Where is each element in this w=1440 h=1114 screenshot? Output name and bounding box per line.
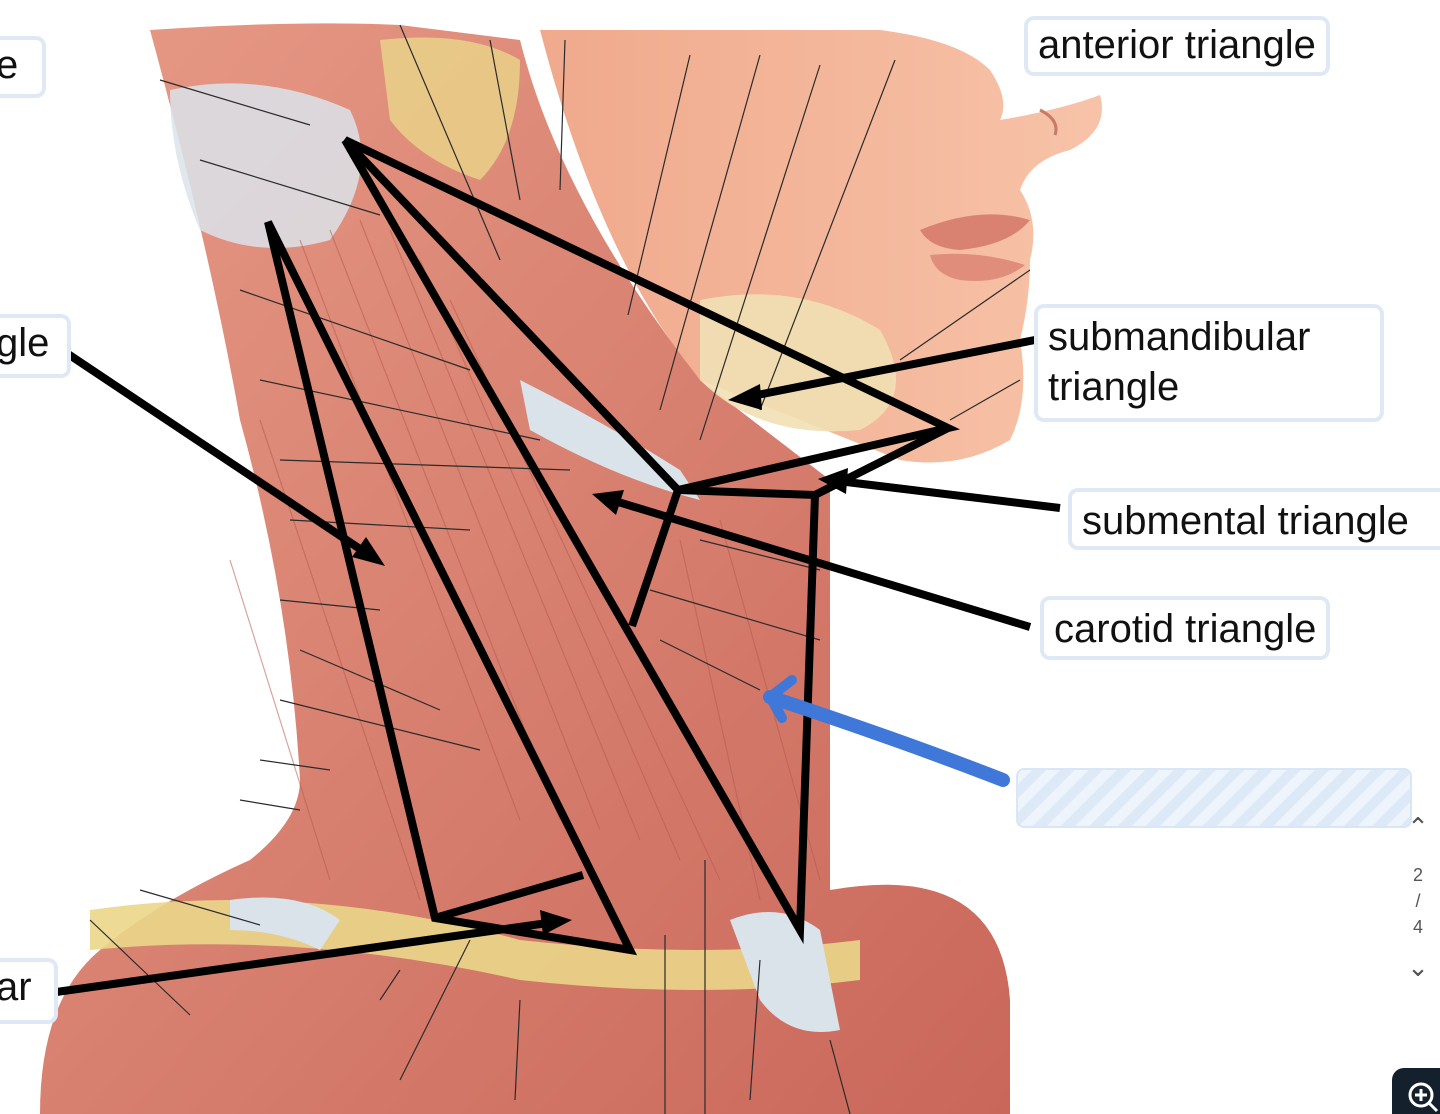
pager-current: 2 <box>1412 865 1423 885</box>
mastoid-tendon <box>170 83 362 248</box>
arrow-submental <box>829 476 1061 512</box>
chevron-down-icon[interactable]: ⌄ <box>1407 952 1429 982</box>
zoom-in-icon <box>1408 1082 1439 1113</box>
label-submental-triangle: submental triangle <box>1068 488 1440 550</box>
zoom-in-button[interactable] <box>1392 1068 1440 1114</box>
label-partial-mid-left: gle <box>0 314 72 378</box>
label-text-line-1: submandibular <box>1048 315 1311 359</box>
label-text: e <box>0 43 19 87</box>
label-text: anterior triangle <box>1038 23 1316 67</box>
pager-total: 4 <box>1412 917 1423 937</box>
arrow-carotid <box>603 494 1032 631</box>
label-text: gle <box>0 321 50 365</box>
arrow-from-left-triangle <box>62 348 375 561</box>
hidden-answer-card[interactable] <box>1016 768 1412 828</box>
lips <box>920 214 1030 250</box>
card-pager: ⌃ 2 / 4 ⌄ <box>1404 812 1432 1012</box>
label-arrows <box>34 334 1061 999</box>
label-text: submental triangle <box>1082 499 1409 543</box>
label-carotid-triangle: carotid triangle <box>1040 596 1331 660</box>
pager-separator: / <box>1415 891 1421 911</box>
triangle-outlines <box>264 136 961 956</box>
chevron-up-icon[interactable]: ⌃ <box>1407 812 1429 842</box>
submandibular-triangle-outline <box>342 136 961 495</box>
blue-arrow <box>763 675 1010 787</box>
posterior-triangle-outline <box>264 220 638 956</box>
label-text: carotid triangle <box>1054 607 1317 651</box>
arrow-heads <box>352 384 848 935</box>
label-text-line-2: triangle <box>1048 365 1180 409</box>
muscular-triangle-outline <box>341 138 819 945</box>
arrow-bottom-left <box>34 918 556 999</box>
label-partial-bottom-left: ar <box>0 958 58 1024</box>
label-partial-top-left: e <box>0 36 47 98</box>
label-submandibular-triangle: submandibular triangle <box>1034 304 1384 422</box>
label-text: ar <box>0 965 32 1009</box>
label-anterior-triangle: anterior triangle <box>1024 16 1330 76</box>
arrow-submandibular <box>741 334 1046 402</box>
